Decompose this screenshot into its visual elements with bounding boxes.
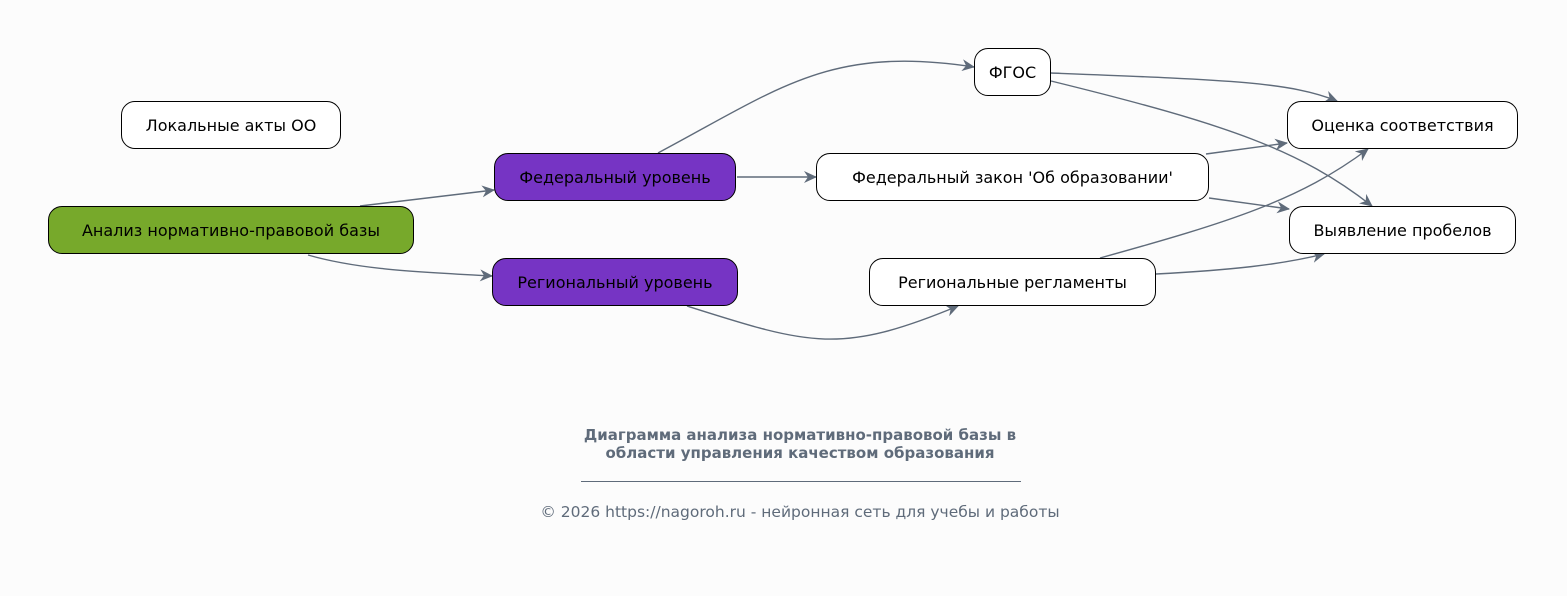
edge-regrules-gaps <box>1155 251 1325 275</box>
diagram-title-line1: Диаграмма анализа нормативно-правовой ба… <box>583 426 1017 444</box>
footer-copyright: © 2026 https://nagoroh.ru - нейронная се… <box>540 503 1060 521</box>
node-label: Федеральный уровень <box>519 167 711 187</box>
node-federal-level[interactable]: Федеральный уровень <box>494 153 736 201</box>
node-label: Региональные регламенты <box>898 272 1127 292</box>
node-regional-rules[interactable]: Региональные регламенты <box>869 258 1156 306</box>
node-label: Оценка соответствия <box>1311 115 1494 135</box>
node-analysis[interactable]: Анализ нормативно-правовой базы <box>48 206 414 254</box>
node-assessment[interactable]: Оценка соответствия <box>1287 101 1518 149</box>
node-fgos[interactable]: ФГОС <box>974 48 1051 96</box>
diagram-title-line2: области управления качеством образования <box>605 444 995 462</box>
node-regional-level[interactable]: Региональный уровень <box>492 258 738 306</box>
edge-regrules-assessment <box>1099 148 1369 259</box>
node-label: Региональный уровень <box>517 272 713 292</box>
edge-federal-fgos <box>657 59 975 154</box>
edge-analysis-regional <box>307 254 493 282</box>
edge-regional-regrules <box>686 305 959 340</box>
edge-law-assessment <box>1205 138 1288 155</box>
node-gaps[interactable]: Выявление пробелов <box>1289 206 1516 254</box>
node-label: Локальные акты ОО <box>145 115 317 135</box>
node-label: Федеральный закон 'Об образовании' <box>852 167 1173 187</box>
node-local-acts[interactable]: Локальные акты ОО <box>121 101 341 149</box>
divider <box>581 481 1021 482</box>
edge-law-gaps <box>1208 197 1290 214</box>
edge-fgos-assessment <box>1050 72 1338 103</box>
node-label: Анализ нормативно-правовой базы <box>81 220 381 240</box>
edge-fgos-gaps <box>1050 80 1373 207</box>
edge-analysis-federal <box>359 185 495 207</box>
node-label: ФГОС <box>988 62 1037 82</box>
node-label: Выявление пробелов <box>1313 220 1492 240</box>
node-federal-law[interactable]: Федеральный закон 'Об образовании' <box>816 153 1209 201</box>
